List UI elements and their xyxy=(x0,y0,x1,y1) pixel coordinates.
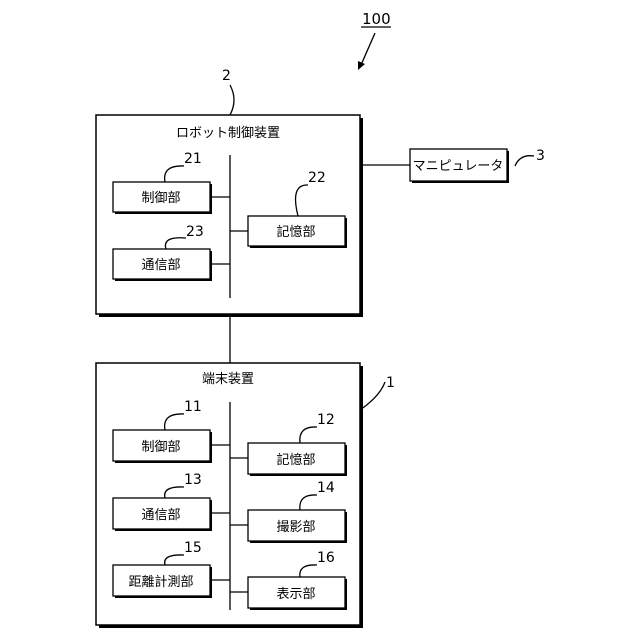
figure-ref-label: 100 xyxy=(362,10,391,28)
robot-controller-title: ロボット制御装置 xyxy=(176,126,280,141)
terminal-storage-label: 記憶部 xyxy=(276,452,315,468)
robot-control-ref: 21 xyxy=(184,151,202,167)
manipulator-ref: 3 xyxy=(536,148,545,164)
figure-ref-arrow xyxy=(361,33,375,65)
terminal-comm-label: 通信部 xyxy=(141,508,180,523)
terminal-camera-ref: 14 xyxy=(317,480,335,496)
terminal-display-label: 表示部 xyxy=(276,587,315,602)
terminal-control-ref: 11 xyxy=(184,399,202,415)
terminal-storage-ref: 12 xyxy=(317,412,335,428)
figure-reference: 100 xyxy=(358,10,391,70)
robot-control-label: 制御部 xyxy=(141,191,180,206)
robot-comm-label: 通信部 xyxy=(141,258,180,273)
terminal-distance-label: 距離計測部 xyxy=(128,574,193,590)
robot-controller-leader xyxy=(230,85,234,115)
robot-comm-ref: 23 xyxy=(186,224,204,240)
terminal-leader xyxy=(360,382,385,410)
terminal-ref: 1 xyxy=(386,375,395,391)
robot-controller: ロボット制御装置 2 制御部 21 通信部 23 記憶部 xyxy=(96,68,363,317)
terminal-control-label: 制御部 xyxy=(141,440,180,455)
manipulator: マニピュレータ 3 xyxy=(410,148,545,183)
terminal-distance-ref: 15 xyxy=(184,540,202,556)
terminal-display-ref: 16 xyxy=(317,550,335,566)
manipulator-label: マニピュレータ xyxy=(413,159,504,174)
robot-storage-label: 記憶部 xyxy=(276,224,315,240)
robot-storage-ref: 22 xyxy=(308,170,326,186)
terminal-camera-label: 撮影部 xyxy=(276,519,315,535)
terminal-comm-ref: 13 xyxy=(184,472,202,488)
terminal-title: 端末装置 xyxy=(202,372,254,387)
robot-controller-frame xyxy=(96,115,360,314)
terminal-device: 端末装置 1 制御部 11 通信部 13 距離計測部 xyxy=(96,363,395,628)
robot-controller-ref: 2 xyxy=(222,68,231,84)
manipulator-leader xyxy=(515,156,534,166)
